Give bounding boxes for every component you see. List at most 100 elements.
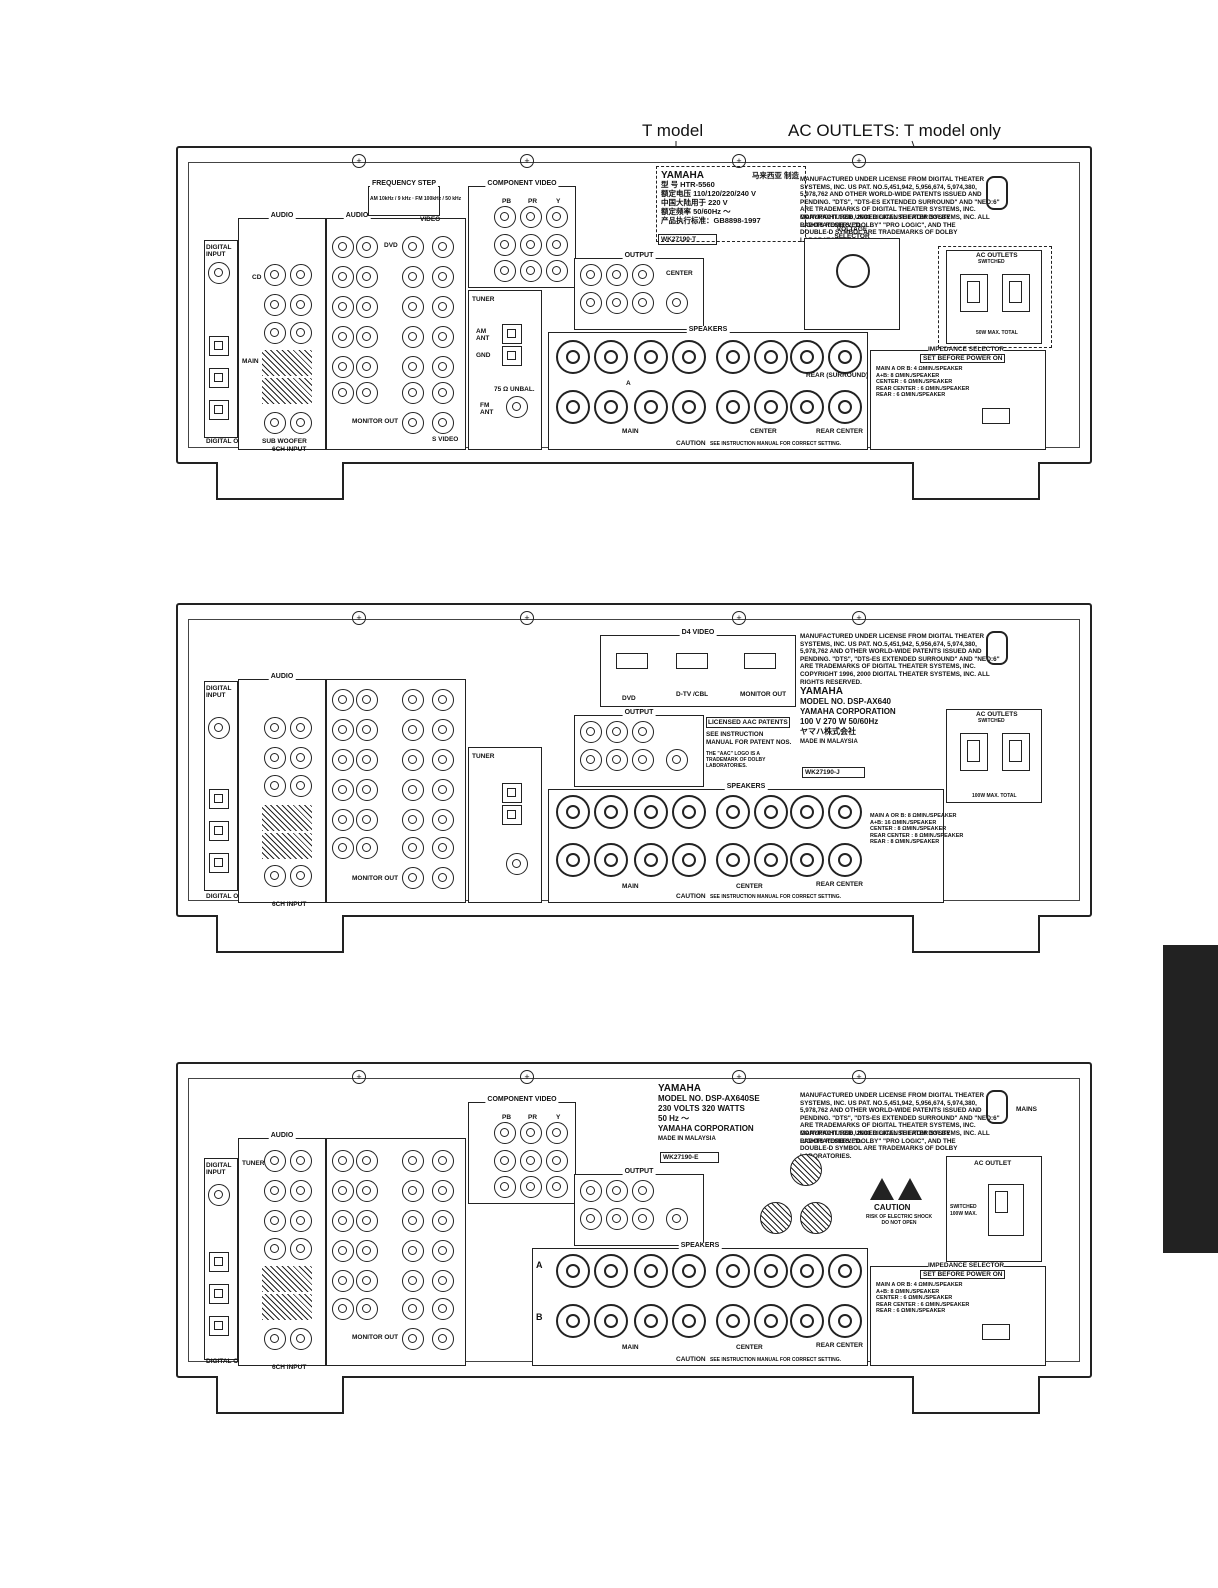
rca-jack[interactable] [606,1208,628,1230]
rca-jack[interactable] [356,236,378,258]
ac-outlet[interactable] [1002,733,1030,771]
rca-jack[interactable] [606,292,628,314]
rca-jack[interactable] [356,809,378,831]
rca-jack[interactable] [290,775,312,797]
rca-jack[interactable] [432,867,454,889]
speaker-terminal[interactable] [672,795,706,829]
speaker-terminal[interactable] [594,1304,628,1338]
rca-jack[interactable] [332,719,354,741]
rca-jack[interactable] [606,721,628,743]
rca-jack[interactable] [402,809,424,831]
rca-jack[interactable] [332,1298,354,1320]
rca-jack[interactable] [332,779,354,801]
rca-jack[interactable] [356,356,378,378]
speaker-terminal[interactable] [716,1304,750,1338]
rca-jack[interactable] [264,865,286,887]
speaker-terminal[interactable] [754,1254,788,1288]
speaker-terminal[interactable] [556,1254,590,1288]
rca-jack[interactable] [356,1270,378,1292]
d4-connector[interactable] [616,653,648,669]
antenna-terminal[interactable] [502,346,522,366]
rca-jack[interactable] [332,749,354,771]
rca-jack[interactable] [356,1210,378,1232]
rca-jack[interactable] [332,1270,354,1292]
speaker-terminal[interactable] [754,843,788,877]
rca-jack[interactable] [290,1150,312,1172]
rca-jack[interactable] [290,865,312,887]
rca-jack[interactable] [494,260,516,282]
optical-port[interactable] [209,1316,229,1336]
rca-jack[interactable] [264,1238,286,1260]
rca-jack[interactable] [432,296,454,318]
rca-jack[interactable] [666,1208,688,1230]
rca-jack[interactable] [290,747,312,769]
rca-jack[interactable] [290,717,312,739]
rca-jack[interactable] [402,412,424,434]
rca-jack[interactable] [432,1210,454,1232]
coaxial-jack[interactable] [208,717,230,739]
rca-jack[interactable] [264,264,286,286]
rca-jack[interactable] [264,1150,286,1172]
rca-jack[interactable] [494,1150,516,1172]
rca-jack[interactable] [520,1176,542,1198]
rca-jack[interactable] [356,326,378,348]
rca-jack[interactable] [402,1150,424,1172]
rca-jack[interactable] [546,234,568,256]
optical-port[interactable] [209,368,229,388]
speaker-terminal[interactable] [634,1304,668,1338]
rca-jack[interactable] [402,837,424,859]
rca-jack[interactable] [546,1122,568,1144]
antenna-terminal[interactable] [502,324,522,344]
rca-jack[interactable] [290,264,312,286]
optical-port[interactable] [209,853,229,873]
rca-jack[interactable] [432,837,454,859]
speaker-terminal[interactable] [828,340,862,374]
speaker-terminal[interactable] [672,390,706,424]
rca-jack[interactable] [606,749,628,771]
speaker-terminal[interactable] [672,1254,706,1288]
rca-jack[interactable] [632,292,654,314]
rca-jack[interactable] [356,779,378,801]
rca-jack[interactable] [632,264,654,286]
d4-connector[interactable] [676,653,708,669]
rca-jack[interactable] [402,1240,424,1262]
optical-port[interactable] [209,1252,229,1272]
rca-jack[interactable] [580,264,602,286]
rca-jack[interactable] [290,1238,312,1260]
rca-jack[interactable] [580,292,602,314]
rca-jack[interactable] [520,1122,542,1144]
rca-jack[interactable] [432,326,454,348]
rca-jack[interactable] [432,236,454,258]
rca-jack[interactable] [264,412,286,434]
rca-jack[interactable] [332,296,354,318]
rca-jack[interactable] [580,721,602,743]
rca-jack[interactable] [432,1298,454,1320]
speaker-terminal[interactable] [672,1304,706,1338]
rca-jack[interactable] [402,779,424,801]
rca-jack[interactable] [290,1180,312,1202]
speaker-terminal[interactable] [556,390,590,424]
coaxial-jack[interactable] [208,262,230,284]
rca-jack[interactable] [332,1180,354,1202]
rca-jack[interactable] [580,749,602,771]
speaker-terminal[interactable] [716,1254,750,1288]
rca-jack[interactable] [356,1298,378,1320]
rca-jack[interactable] [402,236,424,258]
speaker-terminal[interactable] [594,1254,628,1288]
speaker-terminal[interactable] [594,795,628,829]
rca-jack[interactable] [402,867,424,889]
rca-jack[interactable] [332,1240,354,1262]
optical-port[interactable] [209,400,229,420]
d4-connector[interactable] [744,653,776,669]
rca-jack[interactable] [264,747,286,769]
rca-jack[interactable] [432,412,454,434]
rca-jack[interactable] [264,1180,286,1202]
rca-jack[interactable] [432,1240,454,1262]
rca-jack[interactable] [264,1328,286,1350]
rca-jack[interactable] [402,1210,424,1232]
rca-jack[interactable] [580,1208,602,1230]
rca-jack[interactable] [632,1208,654,1230]
rca-jack[interactable] [332,326,354,348]
rca-jack[interactable] [332,236,354,258]
rca-jack[interactable] [264,322,286,344]
